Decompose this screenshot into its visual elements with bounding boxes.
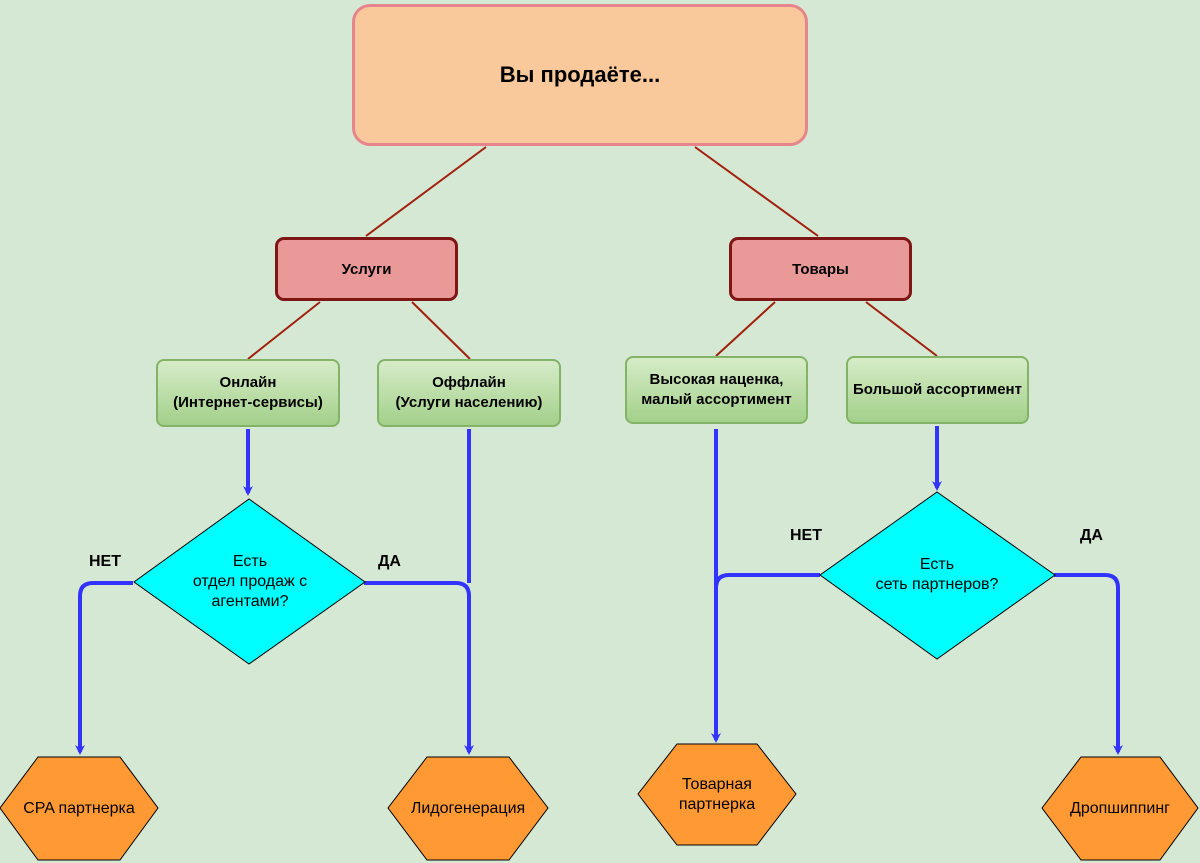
- label-no-right: НЕТ: [790, 527, 822, 544]
- result-goods-affiliate-line2: партнерка: [678, 795, 756, 813]
- label-no-left: НЕТ: [89, 553, 121, 570]
- decision-partner-network-line1: Есть: [919, 556, 955, 573]
- node-online-line2: (Интернет-сервисы): [173, 394, 323, 411]
- decision-partner-network-line2: сеть партнеров?: [875, 576, 999, 593]
- node-high-margin: Высокая наценка, малый ассортимент: [625, 356, 808, 424]
- decision-sales-agents-line2: отдел продаж с: [192, 573, 308, 590]
- label-yes-right: ДА: [1080, 527, 1103, 544]
- result-goods-affiliate: [637, 743, 797, 846]
- node-offline: Оффлайн (Услуги населению): [377, 359, 561, 427]
- root-node: Вы продаёте...: [352, 4, 808, 146]
- root-label: Вы продаёте...: [499, 62, 661, 87]
- connector-root-goods: [694, 146, 819, 237]
- category-services: Услуги: [275, 237, 458, 301]
- connector-root-services: [365, 146, 487, 237]
- node-online-line1: Онлайн: [219, 374, 277, 391]
- connector-goods-bigassort: [865, 301, 938, 357]
- tree-connectors: [247, 146, 938, 360]
- node-offline-line1: Оффлайн: [432, 374, 506, 391]
- result-goods-affiliate-line1: Товарная: [682, 775, 752, 793]
- arrow-decision2-yes-to-dropship: [1054, 573, 1123, 755]
- decision-sales-agents-line3: агентами?: [211, 593, 289, 610]
- line-decision2-no: [714, 573, 820, 589]
- result-lead-generation-label: Лидогенерация: [410, 799, 526, 817]
- category-services-label: Услуги: [341, 260, 392, 278]
- category-goods: Товары: [729, 237, 912, 301]
- label-yes-left: ДА: [378, 553, 401, 570]
- node-high-margin-line1: Высокая наценка,: [649, 371, 784, 388]
- node-offline-line2: (Услуги населению): [395, 394, 543, 411]
- node-high-margin-line2: малый ассортимент: [641, 391, 792, 408]
- node-big-assortment-label: Большой ассортимент: [853, 381, 1022, 398]
- node-big-assortment: Большой ассортимент: [846, 356, 1029, 424]
- result-goods-affiliate-text: Товарная партнерка: [638, 744, 796, 845]
- connector-services-online: [247, 301, 321, 360]
- result-cpa-affiliate-label: CPA партнерка: [23, 799, 135, 817]
- result-dropshipping-label: Дропшиппинг: [1069, 799, 1170, 817]
- result-lead-generation: [387, 756, 549, 861]
- arrow-decision-no-to-cpa: [75, 581, 133, 755]
- arrow-decision-yes-to-leadgen: [364, 581, 474, 755]
- decision-partner-network: [819, 491, 1056, 660]
- connector-goods-highmargin: [715, 301, 776, 357]
- result-cpa-affiliate: [0, 756, 159, 861]
- node-online: Онлайн (Интернет-сервисы): [156, 359, 340, 427]
- decision-sales-agents-text: Есть отдел продаж с агентами?: [160, 542, 340, 622]
- decision-sales-agents: [133, 498, 366, 665]
- flow-arrows: [75, 426, 1123, 755]
- decision-partner-network-text: Есть сеть партнеров?: [847, 545, 1027, 605]
- category-goods-label: Товары: [792, 260, 849, 278]
- result-dropshipping: [1041, 756, 1199, 861]
- decision-sales-agents-line1: Есть: [232, 553, 268, 570]
- connector-services-offline: [411, 301, 471, 360]
